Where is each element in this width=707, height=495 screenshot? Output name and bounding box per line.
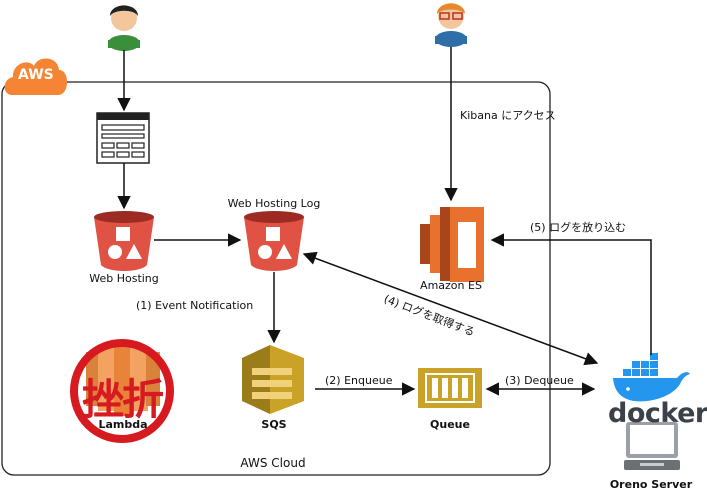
label-sqs: SQS: [261, 418, 287, 431]
label-dequeue: (3) Dequeue: [505, 374, 574, 387]
stamp-text: 挫折: [81, 375, 164, 424]
amazon-es-icon: [420, 207, 484, 282]
label-load-logs: (5) ログを放り込む: [530, 221, 627, 234]
aws-cloud-icon: [4, 58, 68, 95]
user-icon: [108, 5, 140, 51]
docker-whale-icon: [613, 353, 690, 402]
label-aws-cloud: AWS Cloud: [240, 456, 306, 470]
web-page-icon: [96, 112, 150, 164]
label-event-notification: (1) Event Notification: [136, 299, 254, 312]
docker-logo-text: docker: [608, 398, 707, 429]
server-icon: [624, 422, 680, 470]
s3-bucket-log-icon: [244, 211, 304, 271]
admin-user-icon: [435, 3, 467, 47]
label-queue: Queue: [430, 418, 470, 431]
arrow-docker-to-log: [302, 251, 599, 366]
label-kibana-access: Kibana にアクセス: [460, 109, 556, 122]
label-enqueue: (2) Enqueue: [325, 374, 393, 387]
label-web-hosting: Web Hosting: [89, 272, 159, 285]
label-oreno-server: Oreno Server: [609, 478, 693, 491]
s3-bucket-web-hosting-icon: [94, 211, 154, 271]
label-lambda: Lambda: [98, 418, 148, 431]
aws-badge-label: AWS: [18, 67, 54, 83]
label-web-hosting-log: Web Hosting Log: [227, 197, 321, 210]
label-fetch-logs: (4) ログを取得する: [382, 292, 477, 340]
rejected-stamp: 挫折: [70, 339, 174, 443]
queue-icon: [418, 368, 482, 408]
sqs-icon: [242, 345, 304, 414]
arrow-docker-to-es: [490, 233, 652, 355]
label-amazon-es: Amazon ES: [420, 279, 482, 292]
